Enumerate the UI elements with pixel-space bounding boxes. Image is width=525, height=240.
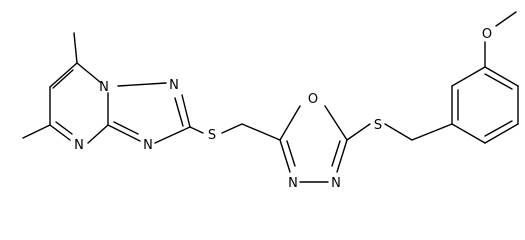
bond-c5-n4-inner [55, 121, 73, 135]
methyl-bond-top [73, 32, 78, 64]
bond-ar-fa [451, 123, 486, 144]
bond-nbridge-ntop [117, 82, 167, 87]
bond-ar-cd-inner [484, 73, 513, 90]
bond-n3-c3a [107, 124, 141, 142]
pyrimidine-ring [22, 32, 109, 144]
atom-s-left: S [208, 128, 216, 143]
bond-o-methyl [495, 11, 517, 27]
bond-nbridge-c7 [76, 62, 101, 83]
atom-n-triazole-top: N [169, 78, 179, 93]
atom-o-oxadiazole: O [308, 92, 318, 107]
bond-ntop-c2-inner [174, 97, 184, 127]
bond-c7-c6-inner [52, 69, 74, 89]
bond-ar-bc [451, 66, 486, 87]
bond-s-ch2 [221, 123, 243, 134]
thioether-linker-left [189, 123, 281, 141]
bond-c-sright [346, 123, 371, 141]
bond-c-o-left [279, 105, 301, 141]
bond-c7-c6 [49, 62, 78, 88]
triazole-ring [107, 82, 191, 144]
bond-sright-ch2 [384, 123, 413, 141]
atom-s-right: S [374, 118, 382, 133]
benzene-ring [451, 11, 519, 144]
atom-n-pyrimidine: N [74, 138, 84, 153]
molecule-canvas: N N N N S O N N S O [22, 11, 519, 191]
structure-diagram: N N N N S O N N S O [22, 11, 519, 191]
bond-ch2-ox [241, 123, 281, 141]
methyl-bond-bottom [22, 124, 51, 139]
bond-c5-n4 [49, 124, 71, 141]
bond-ch2-ring [411, 123, 453, 141]
atom-n-triazole-bottom: N [143, 138, 153, 153]
bond-ar-ef [484, 123, 519, 144]
bond-ar-ef-inner [484, 120, 513, 137]
atom-labels: N N N N S O N N S O [74, 27, 492, 191]
bond-n3-c3a-inner [113, 121, 139, 135]
bond-c-nleft [279, 139, 291, 173]
bond-ntop-c2 [181, 94, 191, 128]
bond-nright-c [336, 139, 348, 173]
bond-o-c-right [324, 105, 348, 141]
bond-c2-n3 [154, 126, 191, 144]
bond-nright-c-inner [331, 140, 341, 167]
bond-c-nleft-inner [286, 140, 296, 167]
atom-n-bridge: N [99, 80, 109, 95]
bond-c2-s [189, 126, 204, 134]
atom-n-oxadiazole-left: N [288, 176, 298, 191]
atom-n-oxadiazole-right: N [331, 176, 341, 191]
bond-ar-cd [484, 66, 519, 87]
thioether-linker-right [346, 123, 453, 141]
oxadiazole-ring [279, 105, 348, 183]
bond-n4-c3a [87, 124, 109, 144]
atom-o-methoxy: O [482, 27, 492, 42]
